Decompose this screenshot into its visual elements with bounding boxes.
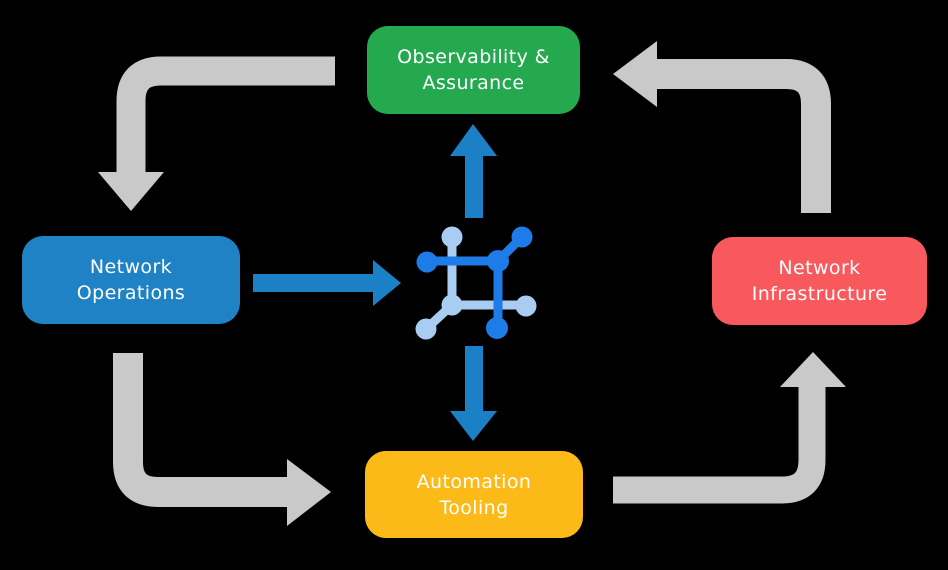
arrow-shaft [465,154,483,218]
node-label-line1: Automation [416,470,532,493]
node-label-line2: Tooling [439,496,509,519]
node-network-infrastructure: Network Infrastructure [712,237,927,325]
arrow-automation-to-infrastructure [613,352,846,504]
arrow-head-down-icon [98,172,164,211]
node-automation-tooling: Automation Tooling [365,451,583,538]
arrow-head-down-icon [450,411,497,441]
arrow-shaft [655,59,831,213]
arrow-shaft [613,386,826,504]
arrow-shaft [116,56,335,174]
node-label-line2: Operations [76,282,186,304]
arrow-head-right-icon [373,260,401,306]
node-label-line1: Network [89,256,173,278]
arrow-center-to-automation [450,346,497,441]
arrow-center-to-observability [450,124,497,218]
arrow-head-up-icon [450,124,497,156]
node-label-line1: Observability & [397,46,550,68]
arrow-operations-to-automation [113,353,331,526]
arrow-head-right-icon [287,459,331,526]
network-mesh-icon-dark-part [416,226,533,339]
node-observability-assurance: Observability & Assurance [367,26,580,114]
arrow-shaft [465,346,483,412]
node-label-line1: Network [778,257,861,279]
node-label-line2: Assurance [422,72,525,94]
arrow-head-left-icon [613,41,657,107]
arrow-observability-to-operations [98,56,335,211]
arrow-operations-to-center [253,260,401,306]
arrow-shaft [253,274,374,292]
node-label-line2: Infrastructure [751,283,888,305]
node-network-operations: Network Operations [22,236,240,324]
arrow-infrastructure-to-observability [613,41,831,213]
arrow-head-up-icon [780,352,846,387]
network-mesh-icon [415,226,537,340]
arrow-shaft [113,353,288,507]
